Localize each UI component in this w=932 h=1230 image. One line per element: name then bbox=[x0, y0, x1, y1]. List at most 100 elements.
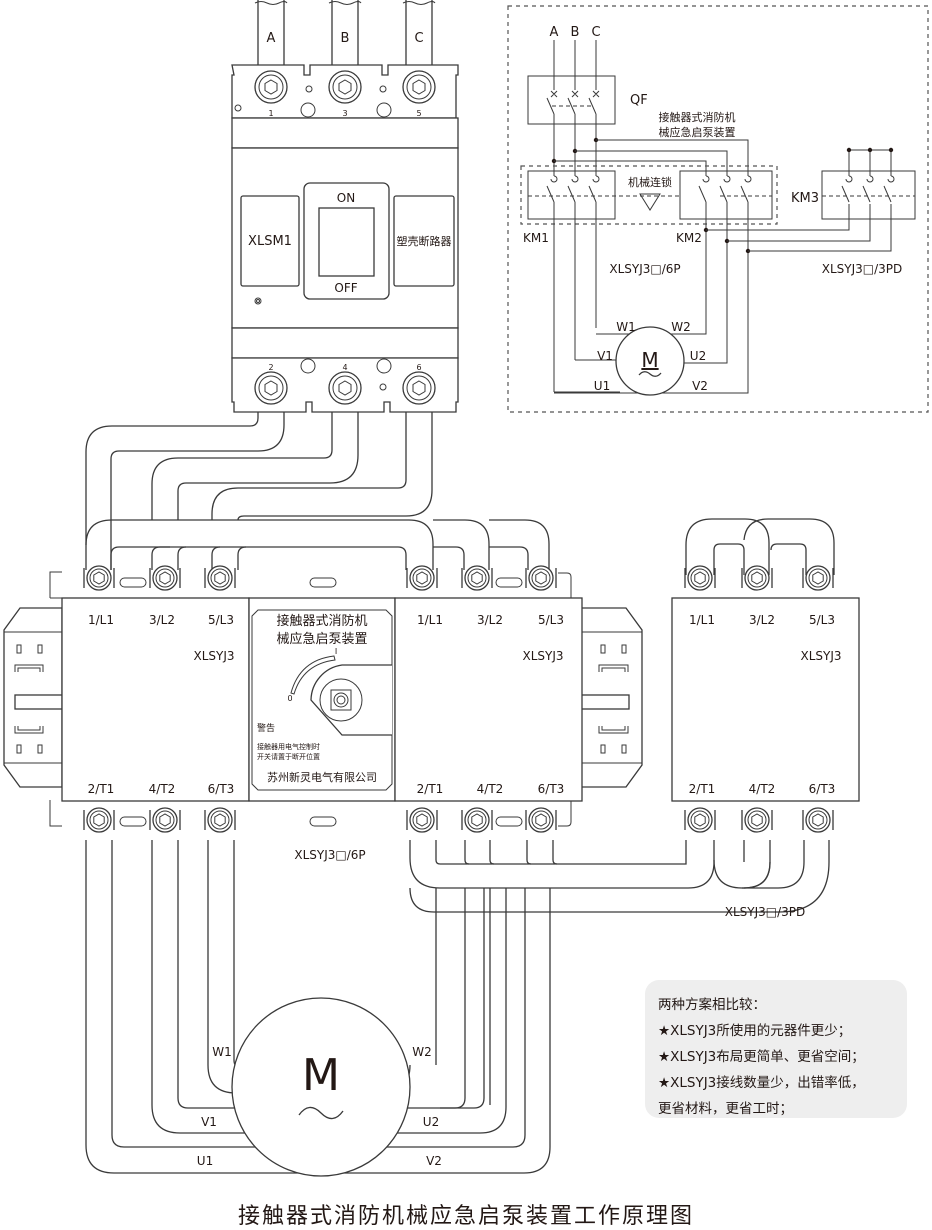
terminal-label: 5/L3 bbox=[538, 613, 564, 627]
terminal-number: 6 bbox=[416, 363, 421, 372]
screw-terminal bbox=[204, 565, 236, 591]
contactor-km3: 1/L1 3/L2 5/L3 XLSYJ3 2/T1 4/T2 6/T3 bbox=[671, 518, 860, 802]
schematic-device-name: 械应急启泵装置 bbox=[659, 125, 736, 139]
warning-line1: 接触器用电气控制时 bbox=[257, 742, 320, 751]
qf-breaker-symbol bbox=[527, 75, 616, 125]
comparison-heading: 两种方案相比较： bbox=[658, 997, 766, 1013]
screw-terminal bbox=[83, 565, 115, 591]
terminal-number: 5 bbox=[416, 109, 421, 118]
terminal-number: 1 bbox=[268, 109, 273, 118]
screw-terminal bbox=[149, 565, 181, 591]
terminal-label: 1/L1 bbox=[417, 613, 443, 627]
scale-on-label: I bbox=[335, 647, 337, 656]
screw-terminal bbox=[149, 807, 181, 833]
breaker-terminal bbox=[328, 70, 362, 104]
company-name: 苏州新灵电气有限公司 bbox=[267, 770, 377, 784]
winding-label: V1 bbox=[201, 1115, 217, 1129]
off-label: OFF bbox=[334, 281, 357, 295]
motor: M W1 W2 V1 U2 U1 V2 bbox=[197, 997, 442, 1177]
comparison-point: ★XLSYJ3所使用的元器件更少； bbox=[658, 1023, 852, 1039]
contactor-km1: 1/L1 3/L2 5/L3 XLSYJ3 2/T1 4/T2 6/T3 bbox=[3, 571, 250, 827]
schematic-winding-label: V2 bbox=[692, 379, 708, 393]
terminal-label: 5/L3 bbox=[208, 613, 234, 627]
screw-terminal bbox=[406, 565, 438, 591]
model-6p-label: XLSYJ3□/6P bbox=[294, 848, 365, 862]
qf-label: QF bbox=[630, 93, 648, 108]
km2-to-km3-busbar bbox=[409, 840, 830, 913]
terminal-label: 3/L2 bbox=[749, 613, 775, 627]
winding-label: W2 bbox=[412, 1045, 432, 1059]
ac-tilde-icon bbox=[298, 1106, 344, 1120]
terminal-label: 4/T2 bbox=[477, 782, 504, 796]
breaker-terminal bbox=[402, 70, 436, 104]
winding-label: V2 bbox=[426, 1154, 442, 1168]
comparison-point: ★XLSYJ3接线数量少，出错率低， bbox=[658, 1075, 865, 1091]
terminal-label: 2/T1 bbox=[689, 782, 716, 796]
schematic-diagram: A B C QF 接触器式消防机 械应急启泵装置 机械连锁 bbox=[507, 5, 929, 413]
breaker-terminal bbox=[328, 371, 362, 405]
breaker-type-label: 塑壳断路器 bbox=[397, 234, 452, 248]
terminal-number: 2 bbox=[268, 363, 273, 372]
terminal-label: 4/T2 bbox=[149, 782, 176, 796]
winding-label: U1 bbox=[197, 1154, 213, 1168]
panel-title-line1: 接触器式消防机 bbox=[276, 613, 367, 629]
screw-terminal bbox=[684, 807, 716, 833]
breaker-model-label: XLSM1 bbox=[248, 234, 292, 249]
on-label: ON bbox=[337, 191, 355, 205]
warning-title: 警告 bbox=[257, 722, 275, 734]
breaker-terminal bbox=[402, 371, 436, 405]
comparison-point: 更省材料，更省工时； bbox=[658, 1101, 793, 1117]
terminal-label: 3/L2 bbox=[477, 613, 503, 627]
screw-terminal bbox=[684, 565, 716, 591]
schematic-winding-label: U2 bbox=[690, 349, 706, 363]
terminal-label: 2/T1 bbox=[88, 782, 115, 796]
input-cables: A B C bbox=[254, 0, 436, 65]
contactor-model-label: XLSYJ3 bbox=[193, 649, 234, 663]
terminal-label: 4/T2 bbox=[749, 782, 776, 796]
terminal-label: 6/T3 bbox=[809, 782, 836, 796]
schematic-phase-label: B bbox=[571, 25, 580, 40]
breaker-output-busbars bbox=[85, 412, 550, 570]
schematic-phase-label: C bbox=[591, 25, 600, 40]
warning-line2: 开关请置于断开位置 bbox=[257, 752, 320, 761]
schematic-motor bbox=[615, 326, 685, 396]
schematic-winding-label: W1 bbox=[616, 320, 636, 334]
screw-terminal bbox=[525, 565, 557, 591]
interlock-label: 机械连锁 bbox=[628, 175, 672, 189]
panel-title-line2: 械应急启泵装置 bbox=[276, 631, 367, 647]
motor-symbol: M bbox=[302, 1050, 340, 1101]
terminal-label: 5/L3 bbox=[809, 613, 835, 627]
phase-label-c: C bbox=[414, 31, 423, 46]
screw-terminal bbox=[83, 807, 115, 833]
terminal-number: 4 bbox=[342, 363, 347, 372]
screw-terminal bbox=[406, 807, 438, 833]
contactor-km2: 1/L1 3/L2 5/L3 XLSYJ3 2/T1 4/T2 6/T3 bbox=[394, 572, 643, 827]
schematic-model-3pd: XLSYJ3□/3PD bbox=[822, 262, 903, 276]
model-3pd-label: XLSYJ3□/3PD bbox=[725, 905, 806, 919]
screw-terminal bbox=[802, 565, 834, 591]
schematic-device-name: 接触器式消防机 bbox=[659, 110, 736, 124]
contactor-model-label: XLSYJ3 bbox=[522, 649, 563, 663]
km3-label: KM3 bbox=[791, 191, 819, 206]
terminal-label: 6/T3 bbox=[208, 782, 235, 796]
contactor-terminals bbox=[83, 565, 834, 833]
terminal-label: 1/L1 bbox=[88, 613, 114, 627]
terminal-label: 3/L2 bbox=[149, 613, 175, 627]
km2-label: KM2 bbox=[676, 231, 702, 245]
screw-terminal bbox=[525, 807, 557, 833]
screw-terminal bbox=[741, 807, 773, 833]
phase-label-b: B bbox=[341, 31, 350, 46]
terminal-number: 3 bbox=[342, 109, 347, 118]
comparison-note: 两种方案相比较： ★XLSYJ3所使用的元器件更少； ★XLSYJ3布局更简单、… bbox=[645, 980, 907, 1118]
interlock-panel: 接触器式消防机 械应急启泵装置 I 0 警告 接触器用电气控制时 开关请置于断开… bbox=[248, 577, 396, 827]
interlock-triangle-icon bbox=[639, 193, 661, 211]
terminal-label: 1/L1 bbox=[689, 613, 715, 627]
screw-terminal bbox=[461, 807, 493, 833]
contactor-model-label: XLSYJ3 bbox=[800, 649, 841, 663]
screw-terminal bbox=[461, 565, 493, 591]
winding-label: U2 bbox=[423, 1115, 439, 1129]
screw-terminal bbox=[204, 807, 236, 833]
screw-terminal bbox=[741, 565, 773, 591]
schematic-motor-symbol: M bbox=[641, 348, 658, 372]
